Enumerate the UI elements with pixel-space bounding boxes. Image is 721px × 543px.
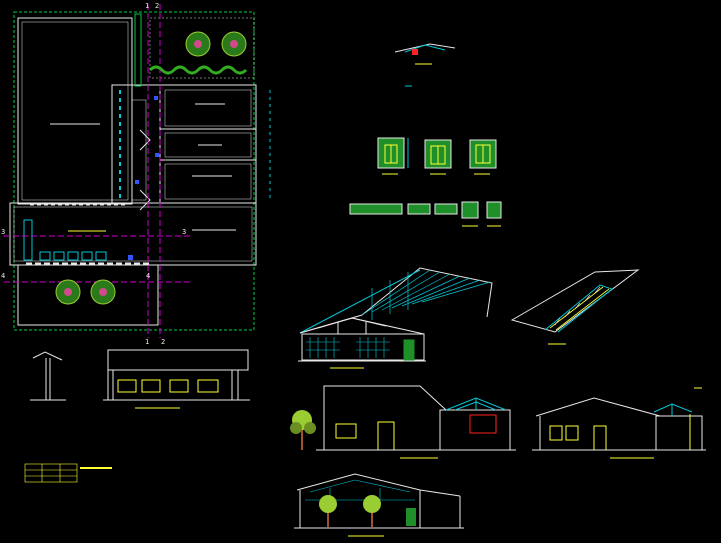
tree-plan-symbol (90, 279, 116, 305)
plan-room-library-inner (21, 21, 129, 201)
axis-label: 4 (1, 272, 5, 280)
plan-corridor (111, 84, 161, 204)
axis-label: 3 (182, 228, 186, 236)
axis-label: 1 (145, 2, 149, 10)
elevation-tree (290, 410, 316, 450)
facade-block (301, 333, 425, 361)
roof-ridge-detail (394, 43, 456, 87)
elevation-window (117, 379, 137, 393)
plan-classroom-inner (164, 89, 252, 127)
axis-label: 3 (1, 228, 5, 236)
tree-plan-symbol (221, 31, 247, 57)
door-detail (469, 139, 497, 169)
plan-hedge (148, 65, 248, 75)
axis-label: 2 (155, 2, 159, 10)
plan-markers (128, 96, 159, 260)
plan-stair (139, 129, 151, 151)
elevation-library (316, 385, 516, 459)
tree-plan-symbol (55, 279, 81, 305)
floor-plan (4, 4, 271, 338)
axis-label: 2 (161, 338, 165, 346)
plan-trees (55, 31, 248, 305)
elevation-hall-trees (319, 495, 381, 527)
plan-courtyard (17, 264, 159, 326)
front-elevation-classrooms (103, 349, 250, 409)
elevation-hall (294, 473, 464, 537)
axis-label: 4 (146, 272, 150, 280)
plan-dimension-frame (13, 11, 255, 331)
plan-room-labels (50, 103, 236, 232)
tree-plan-symbol (185, 31, 211, 57)
wall-panel-details (349, 201, 502, 227)
door-detail (377, 137, 409, 169)
door-details (377, 137, 497, 175)
roof-rafters (361, 269, 491, 320)
roof-perspective (298, 267, 493, 369)
truss-isometric (510, 269, 640, 345)
plan-classroom-inner (164, 132, 252, 158)
elevation-window (197, 379, 219, 393)
plan-seating (23, 219, 107, 261)
plan-hall-inner (13, 206, 253, 262)
roof-outline (299, 267, 493, 334)
elevation-door (377, 421, 395, 451)
elevation-window (141, 379, 161, 393)
door-detail (424, 139, 452, 169)
plan-garden (149, 17, 255, 79)
plan-stair (139, 189, 151, 211)
legend-table (24, 463, 112, 483)
plan-room-library (17, 17, 133, 205)
elevation-window (169, 379, 189, 393)
plan-wall-column (134, 13, 142, 87)
elevation-classrooms-side (532, 387, 706, 459)
plan-classroom-block (159, 84, 257, 204)
plan-classroom-inner (164, 163, 252, 200)
axis-label: 1 (145, 338, 149, 346)
side-elevation-small (30, 351, 66, 401)
plan-corridor-core (131, 99, 147, 201)
